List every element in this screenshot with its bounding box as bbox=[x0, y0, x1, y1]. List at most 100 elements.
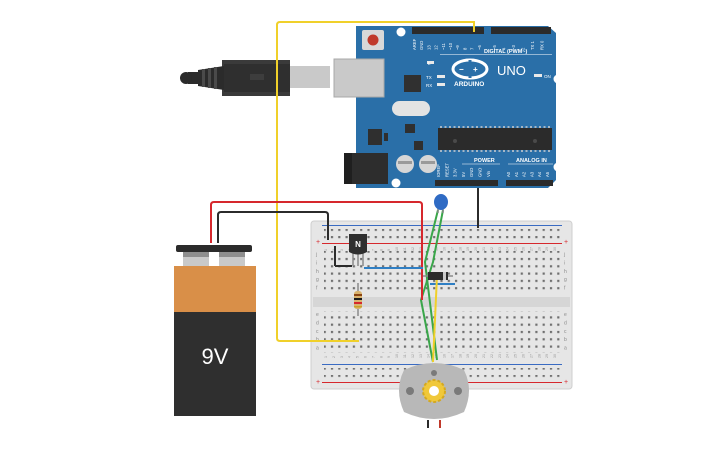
breadboard-row-label: g bbox=[316, 277, 319, 283]
breadboard-column-label: 28 bbox=[537, 354, 541, 358]
breadboard-row-label: e bbox=[316, 312, 319, 318]
usb-port bbox=[334, 59, 384, 97]
breadboard-column-label: 19 bbox=[466, 354, 470, 358]
breadboard-column-label: 24 bbox=[506, 354, 510, 358]
breadboard-column-label: 30 bbox=[553, 354, 557, 358]
digital-pin-label: ~5 bbox=[492, 45, 497, 50]
rail-plus-mark: + bbox=[316, 239, 320, 246]
wire-green-motor[interactable] bbox=[423, 209, 439, 361]
arduino-model: UNO bbox=[497, 63, 526, 78]
on-label: ON bbox=[544, 74, 551, 79]
npn-transistor: N bbox=[349, 234, 367, 266]
battery-9v: 9V bbox=[174, 245, 256, 416]
wire-red-battery[interactable] bbox=[210, 201, 423, 286]
breadboard-row-label: c bbox=[316, 329, 319, 335]
power-pin-label: 5V bbox=[461, 172, 466, 177]
tx-label: TX bbox=[426, 75, 432, 80]
power-header bbox=[435, 180, 498, 186]
breadboard-column-label: 13 bbox=[419, 354, 423, 358]
digital-pin-label: ~3 bbox=[511, 45, 516, 50]
reset-button[interactable] bbox=[367, 34, 379, 46]
breadboard-row-label: h bbox=[316, 269, 319, 275]
usb-chip bbox=[404, 75, 421, 92]
digital-pin-label: ~9 bbox=[455, 45, 460, 50]
breadboard-column-label: 28 bbox=[537, 247, 541, 251]
breadboard-column-label: 20 bbox=[474, 354, 478, 358]
breadboard-row-label: d bbox=[316, 320, 319, 326]
breadboard-column-label: 23 bbox=[498, 354, 502, 358]
rail-plus-mark: + bbox=[564, 379, 568, 386]
breadboard-column-label: 25 bbox=[514, 247, 518, 251]
analog-header bbox=[506, 180, 553, 186]
wire-black-battery[interactable] bbox=[217, 211, 329, 243]
digital-pin-label: ~6 bbox=[477, 45, 482, 50]
breadboard-column-label: 3 bbox=[340, 356, 344, 358]
breadboard-row-label: f bbox=[564, 286, 566, 292]
wire-yellow-signal[interactable] bbox=[276, 21, 475, 342]
breadboard-column-label: 1 bbox=[324, 356, 328, 358]
breadboard-row-label: a bbox=[316, 346, 319, 352]
digital-pin-label: 4 bbox=[502, 47, 507, 50]
breadboard-column-label: 30 bbox=[553, 247, 557, 251]
breadboard-column-label: 5 bbox=[356, 356, 360, 358]
resistor bbox=[354, 283, 362, 316]
breadboard-column-label: 17 bbox=[450, 354, 454, 358]
analog-pin-label: A5 bbox=[545, 171, 550, 177]
breadboard-column-label: 14 bbox=[427, 354, 431, 358]
digital-pin-label: RX 0 bbox=[540, 40, 545, 50]
breadboard-column-label: 23 bbox=[498, 247, 502, 251]
digital-pin-label: ~10 bbox=[448, 42, 453, 50]
atmega-chip bbox=[438, 128, 552, 150]
breadboard-column-label: 22 bbox=[490, 354, 494, 358]
breadboard-column-label: 7 bbox=[371, 356, 375, 358]
power-pin-label: Vin bbox=[486, 170, 491, 177]
breadboard-column-label: 21 bbox=[482, 354, 486, 358]
digital-pin-label: 7 bbox=[470, 47, 475, 50]
breadboard-column-label: 29 bbox=[545, 247, 549, 251]
digital-header-left bbox=[412, 27, 484, 34]
digital-label: DIGITAL (PWM~) bbox=[484, 49, 528, 55]
analog-pin-label: A1 bbox=[514, 171, 519, 177]
power-pin-label: IOREF bbox=[436, 164, 441, 177]
breadboard-row-label: i bbox=[316, 260, 317, 266]
breadboard-column-label: 2 bbox=[332, 356, 336, 358]
digital-pin-label: 2 bbox=[521, 47, 526, 50]
analog-pin-label: A2 bbox=[522, 171, 527, 177]
analog-pin-label: A3 bbox=[529, 171, 534, 177]
breadboard-column-label: 9 bbox=[387, 356, 391, 358]
breadboard-row-label: a bbox=[564, 346, 567, 352]
rail-plus-mark: + bbox=[564, 239, 568, 246]
breadboard-column-label: 21 bbox=[482, 247, 486, 251]
breadboard-column-label: 11 bbox=[403, 247, 407, 251]
breadboard-column-label: 12 bbox=[411, 247, 415, 251]
breadboard-column-label: 3 bbox=[340, 249, 344, 251]
breadboard-column-label: 18 bbox=[458, 247, 462, 251]
breadboard-column-label: 16 bbox=[443, 247, 447, 251]
wire-green-motor[interactable] bbox=[419, 209, 444, 363]
breadboard-row-label: j bbox=[315, 252, 317, 258]
breadboard-column-label: 8 bbox=[379, 249, 383, 251]
breadboard-column-label: 22 bbox=[490, 247, 494, 251]
breadboard-column-label: 7 bbox=[371, 249, 375, 251]
breadboard-column-label: 25 bbox=[514, 354, 518, 358]
breadboard-column-label: 26 bbox=[522, 354, 526, 358]
transistor-label: N bbox=[355, 240, 361, 249]
breadboard-column-label: 8 bbox=[379, 356, 383, 358]
wire-yellow-motor[interactable] bbox=[432, 275, 438, 363]
battery-label: 9V bbox=[202, 344, 229, 369]
digital-pin-label: 13 bbox=[426, 45, 431, 50]
breadboard-column-label: 18 bbox=[458, 354, 462, 358]
svg-text:+: + bbox=[473, 65, 478, 74]
digital-pin-label: AREF bbox=[412, 38, 417, 50]
analog-pin-label: A4 bbox=[537, 171, 542, 177]
breadboard-row-label: j bbox=[563, 252, 565, 258]
breadboard-column-label: 11 bbox=[403, 354, 407, 358]
breadboard-column-label: 26 bbox=[522, 247, 526, 251]
rail-plus-mark: + bbox=[316, 379, 320, 386]
breadboard-column-label: 1 bbox=[324, 249, 328, 251]
power-label: POWER bbox=[474, 158, 495, 164]
digital-pin-label: 12 bbox=[434, 45, 439, 50]
breadboard-row-label: e bbox=[564, 312, 567, 318]
